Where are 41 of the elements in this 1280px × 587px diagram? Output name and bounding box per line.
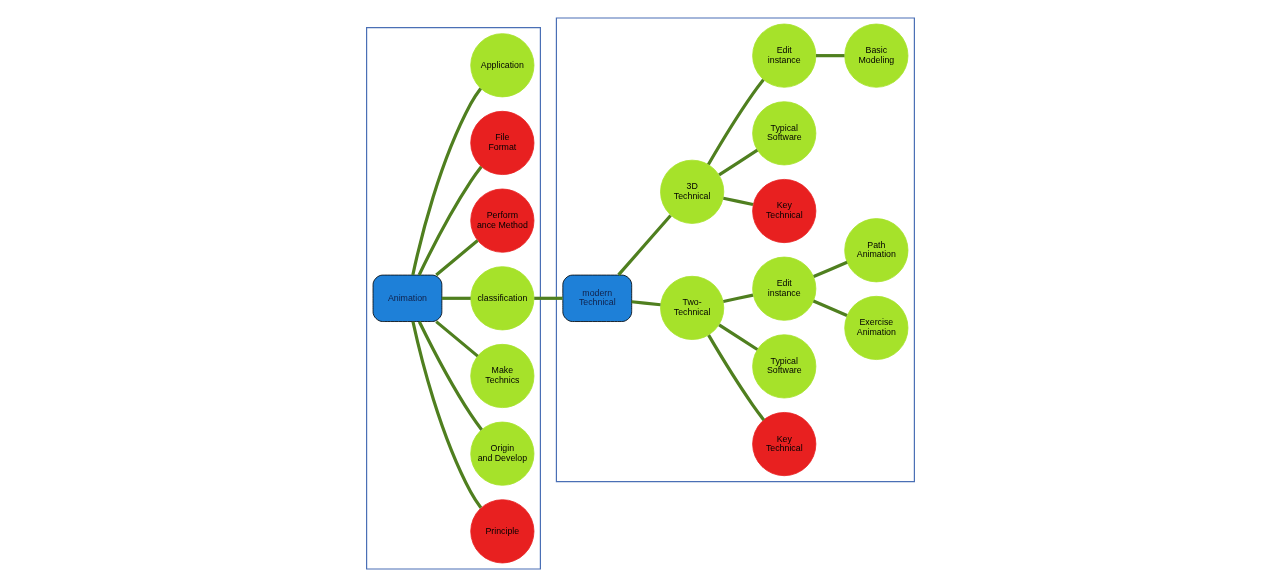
node-circle: Two- Technical — [659, 275, 724, 340]
node-circle: Key Technical — [751, 412, 816, 477]
connector — [722, 293, 753, 304]
connector — [417, 320, 483, 431]
node-circle: classification — [469, 266, 534, 331]
connector — [815, 54, 844, 58]
node-circle: Edit instance — [751, 23, 816, 88]
node-circle: 3D Technical — [659, 159, 724, 224]
connector — [706, 334, 765, 421]
node-circle: Typical Software — [751, 101, 816, 166]
node-circle: Path Animation — [843, 218, 908, 283]
connector — [434, 239, 479, 277]
node-circle: Perform ance Method — [469, 188, 534, 253]
connector — [717, 148, 758, 177]
node-box: Animation — [372, 274, 442, 322]
connector — [717, 323, 758, 351]
node-circle: Typical Software — [751, 334, 816, 399]
connector — [616, 214, 672, 276]
node-circle: Origin and Develop — [469, 421, 534, 486]
cluster — [555, 17, 915, 483]
cluster — [365, 27, 541, 570]
connector — [417, 165, 483, 276]
node-circle: Edit instance — [751, 256, 816, 321]
node-circle: Exercise Animation — [843, 295, 908, 360]
node-circle: Make Technics — [469, 343, 534, 408]
node-circle: Key Technical — [751, 179, 816, 244]
connector — [533, 296, 563, 300]
node-box: modern Technical — [561, 274, 632, 322]
connector — [434, 320, 479, 358]
connector — [410, 321, 482, 509]
connector — [441, 296, 471, 300]
connector — [410, 87, 482, 276]
node-circle: Principle — [469, 499, 534, 564]
node-circle: File Format — [469, 110, 534, 175]
connector — [812, 260, 848, 278]
node-circle: Application — [469, 33, 534, 98]
connector — [722, 196, 753, 207]
connector — [812, 299, 848, 317]
node-circle: Basic Modeling — [843, 23, 908, 88]
connector — [631, 300, 661, 307]
connector — [706, 78, 765, 166]
